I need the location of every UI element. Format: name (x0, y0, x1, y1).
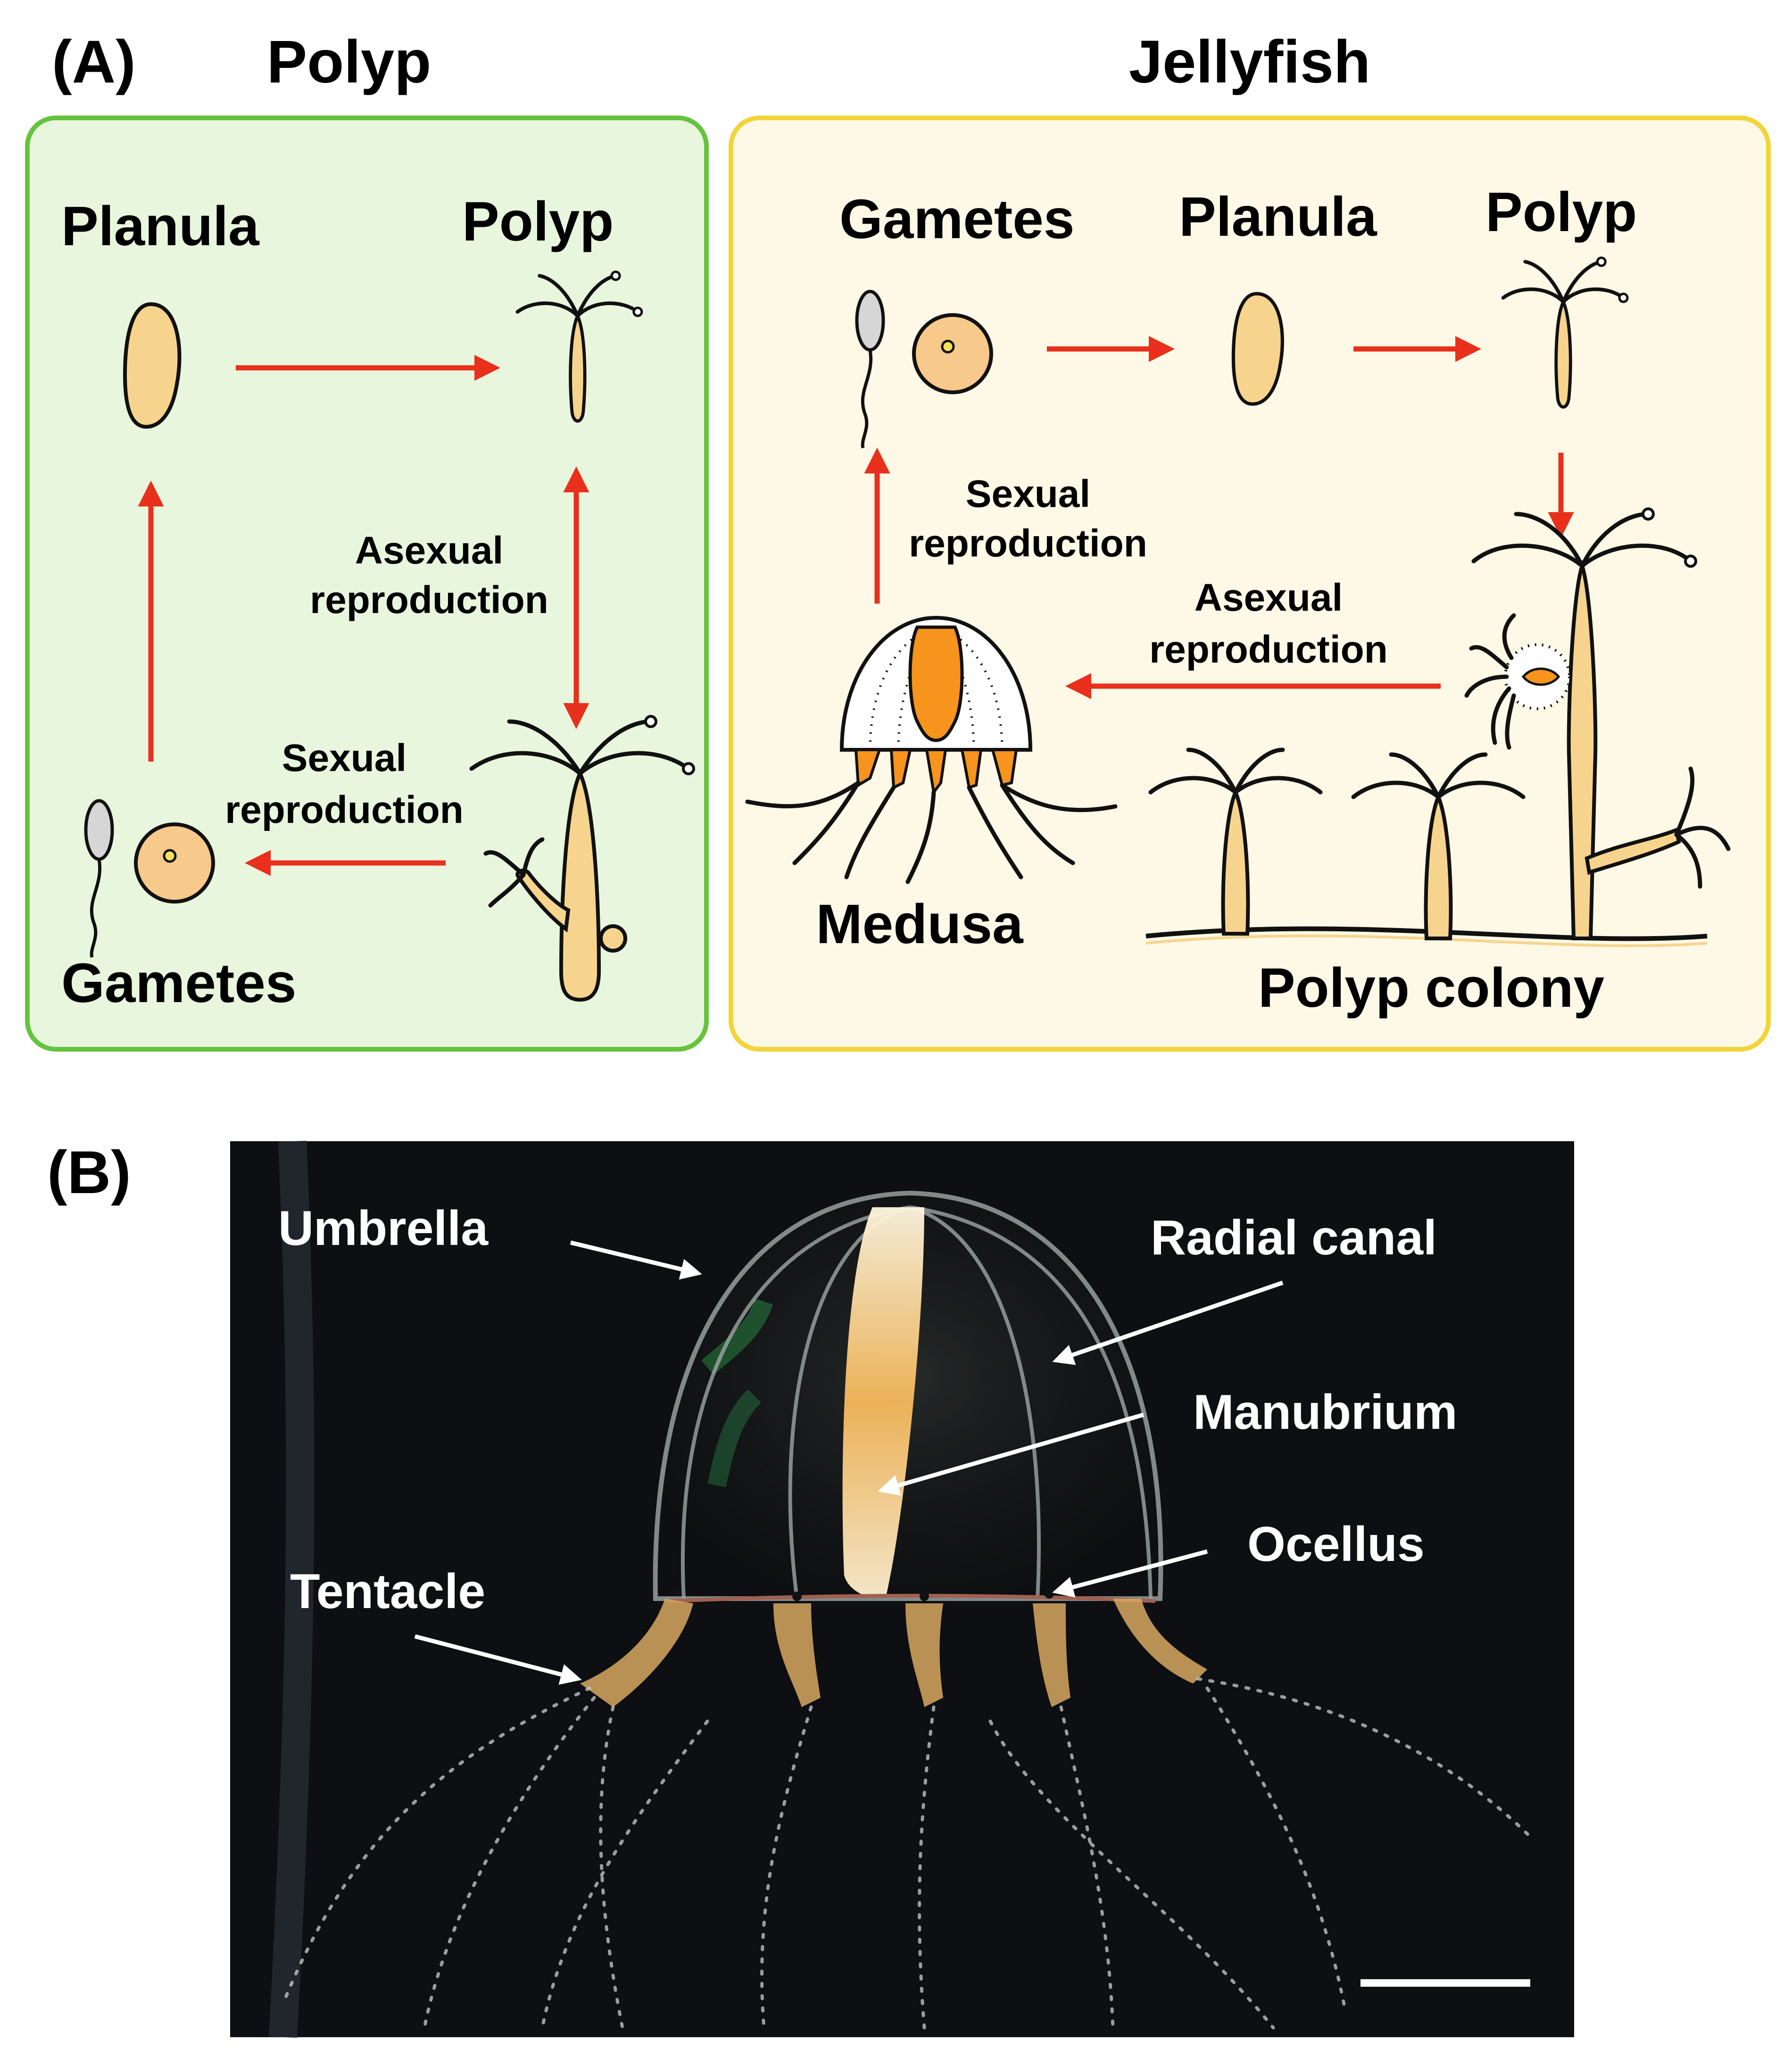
panel-b-label: (B) (47, 1139, 131, 1206)
umbrella-label: Umbrella (278, 1201, 489, 1256)
medusa-icon (745, 615, 1118, 884)
jelly-cycle-planula-label: Planula (1179, 186, 1377, 248)
jellyfish-photo (230, 1140, 1574, 2038)
budding-polyp-icon (469, 715, 695, 1002)
manubrium-pointer (878, 1412, 1145, 1496)
ocellus-label: Ocellus (1247, 1517, 1425, 1572)
radial-canal-pointer (1052, 1280, 1284, 1365)
jelly-planula-icon (1233, 294, 1282, 404)
ocellus-pointer (1052, 1549, 1208, 1598)
polyp-sexual-label-1: Sexual (282, 737, 407, 780)
umbrella-pointer (570, 1240, 702, 1280)
egg-icon (136, 824, 213, 902)
planula-icon (125, 304, 179, 427)
jelly-egg-icon (914, 315, 991, 392)
polyp-asexual-label-2: reproduction (310, 579, 548, 622)
tentacle-label: Tentacle (290, 1564, 485, 1619)
polyp-lifecycle-box (25, 116, 709, 1052)
jelly-sexual-label-1: Sexual (966, 473, 1090, 515)
manubrium-label: Manubrium (1193, 1385, 1457, 1440)
polyp-colony-icon (1145, 507, 1731, 947)
polyp-sexual-label-2: reproduction (225, 788, 464, 831)
jelly-asexual-label-1: Asexual (1195, 576, 1343, 619)
polyp-colony-label: Polyp colony (1258, 957, 1604, 1019)
medusa-label: Medusa (816, 893, 1024, 955)
radial-canal-label: Radial canal (1151, 1211, 1437, 1265)
jelly-cycle-gametes-label: Gametes (839, 188, 1075, 250)
tentacle-pointer (414, 1634, 582, 1685)
jelly-cycle-polyp-label: Polyp (1485, 181, 1637, 243)
jelly-sexual-label-2: reproduction (909, 522, 1147, 565)
polyp-asexual-label-1: Asexual (355, 529, 504, 572)
jellyfish-column-title: Jellyfish (1129, 28, 1370, 96)
panel-a-label: (A) (52, 28, 136, 96)
polyp-column-title: Polyp (267, 28, 431, 96)
polyp-cycle-polyp-label: Polyp (462, 191, 614, 253)
jelly-asexual-label-2: reproduction (1149, 628, 1388, 671)
polyp-cycle-planula-label: Planula (61, 195, 260, 257)
polyp-cycle-gametes-label: Gametes (61, 952, 297, 1014)
